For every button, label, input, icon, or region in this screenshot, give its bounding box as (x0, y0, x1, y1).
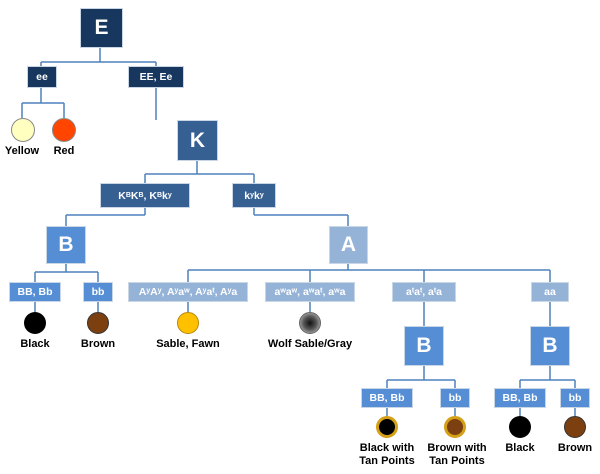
label-wolf: Wolf Sable/Gray (267, 338, 353, 350)
black-swatch-2 (509, 416, 531, 438)
node-BB-Bb-3-label: BB, Bb (502, 392, 538, 404)
kb-text-3: , K (143, 189, 157, 202)
label-brown-tan: Brown with Tan Points (422, 442, 492, 468)
node-bb-3: bb (560, 388, 590, 408)
node-B-2: B (404, 326, 444, 366)
node-B-1-label: B (58, 233, 74, 256)
black-swatch-1 (24, 312, 46, 334)
label-brown-tan-line-2: Tan Points (429, 455, 485, 467)
node-EE-Ee: EE, Ee (128, 66, 184, 88)
yellow-swatch (11, 118, 35, 142)
node-ay: AʸAʸ, Aʸaʷ, Aʸaᵗ, Aʸa (128, 282, 248, 302)
label-brown-1: Brown (80, 338, 116, 350)
node-K: K (177, 120, 218, 161)
kb-text-2: K (130, 189, 139, 202)
label-brown-tan-line-1: Brown with (427, 442, 487, 454)
node-at: aᵗaᵗ, aᵗa (392, 282, 456, 302)
kb-text-1: K (118, 189, 126, 202)
node-bb-2: bb (440, 388, 470, 408)
node-BB-Bb-1-label: BB, Bb (17, 286, 53, 298)
node-BB-Bb-3: BB, Bb (494, 388, 546, 408)
node-B-1: B (46, 226, 86, 264)
red-swatch (52, 118, 76, 142)
label-black-tan-line-2: Tan Points (359, 455, 415, 467)
node-ay-label: AʸAʸ, Aʸaʷ, Aʸaᵗ, Aʸa (138, 286, 238, 298)
label-sable: Sable, Fawn (156, 338, 220, 350)
node-B-3: B (530, 326, 570, 366)
node-bb-1: bb (83, 282, 113, 302)
node-A-label: A (340, 233, 357, 256)
node-K-label: K (189, 128, 206, 152)
node-ee: ee (27, 66, 57, 88)
node-aa: aa (531, 282, 569, 302)
label-black-2: Black (505, 442, 535, 454)
label-black-1: Black (20, 338, 50, 350)
sable-swatch (177, 312, 199, 334)
label-red: Red (53, 145, 75, 157)
node-B-2-label: B (416, 334, 432, 357)
node-aw-label: aʷaʷ, aʷaᵗ, aʷa (274, 286, 346, 298)
wolf-swatch (299, 312, 321, 334)
label-brown-2: Brown (557, 442, 593, 454)
node-at-label: aᵗaᵗ, aᵗa (405, 286, 443, 298)
label-black-tan-line-1: Black with (359, 442, 415, 454)
brown-swatch-1 (87, 312, 109, 334)
node-bb-1-label: bb (91, 286, 105, 298)
node-aa-label: aa (544, 286, 556, 298)
kb-text-4: k (162, 189, 168, 202)
label-black-tan: Black with Tan Points (352, 442, 422, 468)
black-tan-swatch (376, 416, 398, 438)
node-ee-label: ee (36, 71, 48, 83)
node-BB-Bb-2-label: BB, Bb (369, 392, 405, 404)
node-EE-Ee-label: EE, Ee (139, 71, 173, 83)
kyky-text-1: k (244, 189, 251, 202)
node-bb-2-label: bb (448, 392, 462, 404)
kyky-text-2: k (254, 189, 260, 202)
node-E: E (80, 8, 123, 48)
node-BB-Bb-1: BB, Bb (9, 282, 61, 302)
node-A: A (329, 226, 368, 264)
node-aw: aʷaʷ, aʷaᵗ, aʷa (265, 282, 355, 302)
brown-tan-swatch (444, 416, 466, 438)
node-BB-Bb-2: BB, Bb (361, 388, 413, 408)
brown-swatch-2 (564, 416, 586, 438)
node-E-label: E (94, 16, 109, 39)
node-B-3-label: B (542, 334, 558, 357)
node-bb-3-label: bb (568, 392, 582, 404)
label-yellow: Yellow (4, 145, 40, 157)
